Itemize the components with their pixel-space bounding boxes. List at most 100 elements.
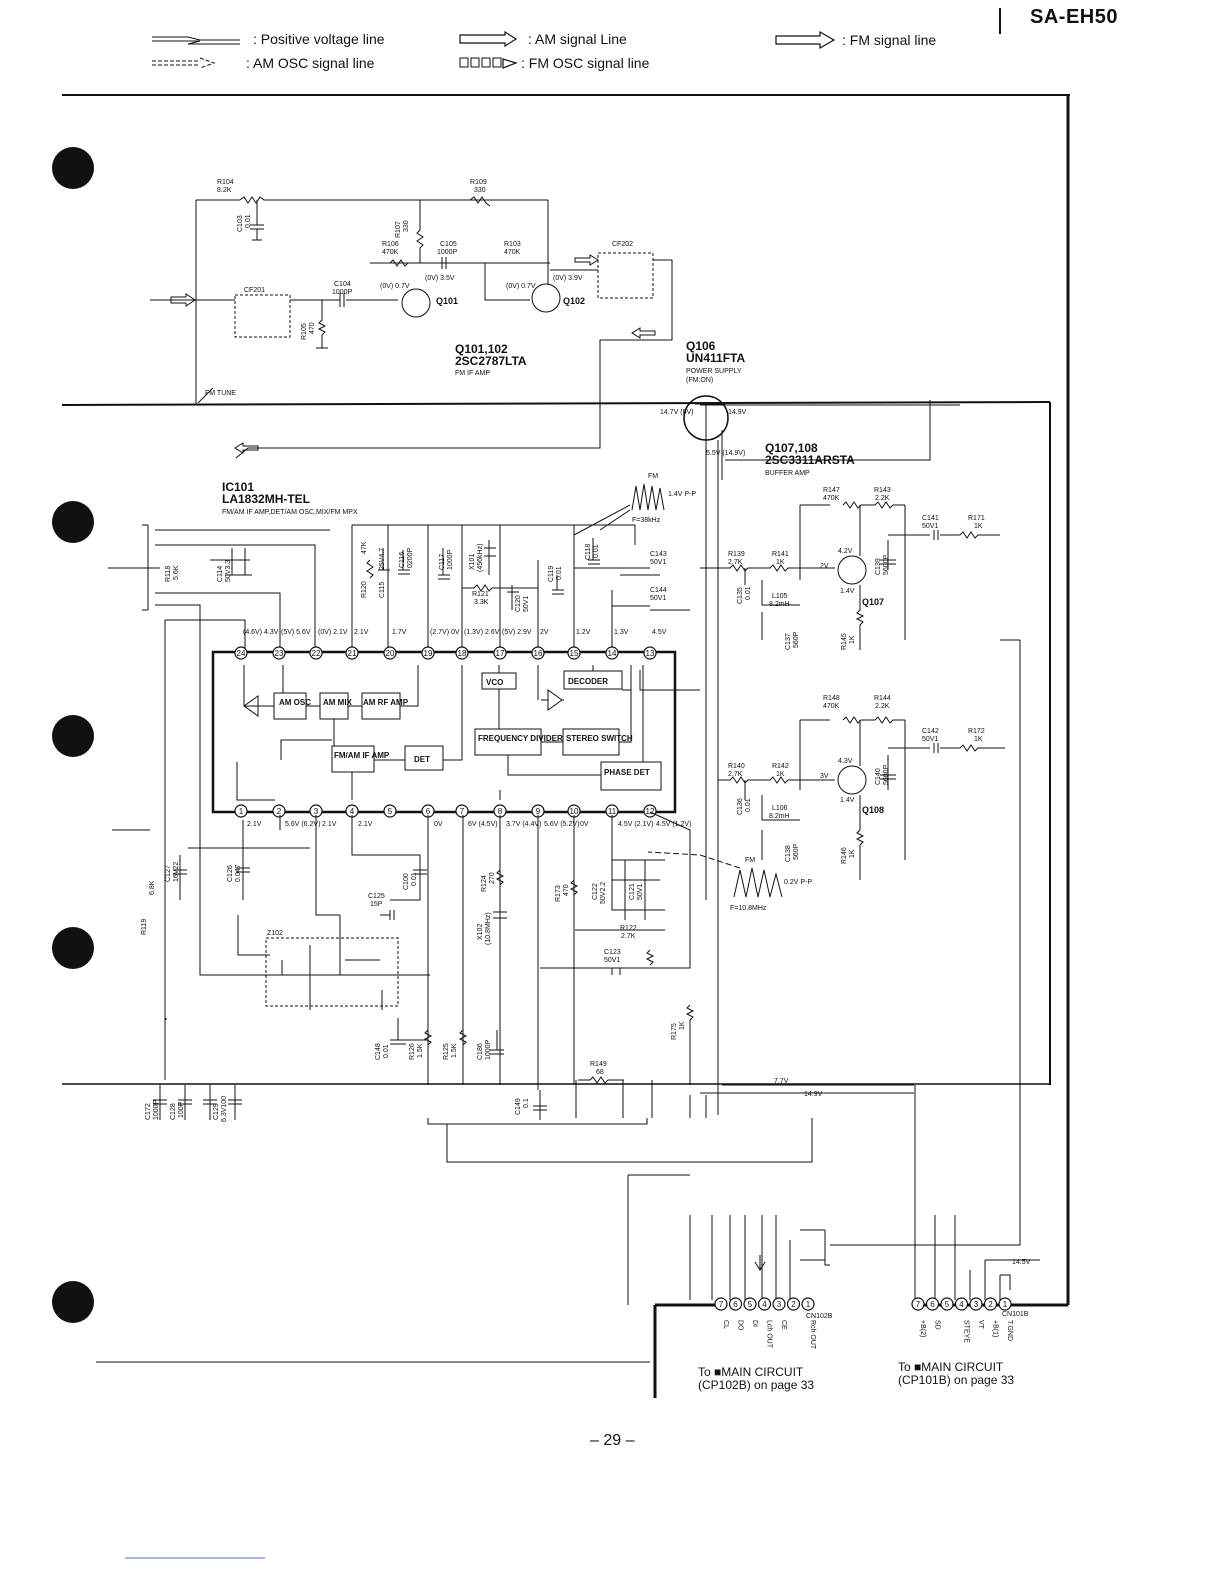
c122-val: 50V2.2 — [600, 882, 607, 904]
c121-val: 50V1 — [637, 884, 644, 900]
bus-14v9: 14.9V — [804, 1091, 823, 1098]
cn101b-pins-pin-1 — [998, 1297, 1012, 1311]
bus-7v7: 7.7V — [774, 1078, 789, 1085]
c129-val: 6.3V100 — [221, 1096, 228, 1122]
r104-ref: R104 — [217, 179, 234, 186]
ic-pin-top-label-22: 22 — [312, 649, 321, 658]
r141-ref: R141 — [772, 551, 789, 558]
ic101-top-wiring — [199, 504, 650, 812]
fm-wave-top-pp: 1.4V P-P — [668, 491, 696, 498]
block-am-mix: AM MIX — [323, 698, 353, 707]
ic-pin-bottom-label-6: 6 — [426, 807, 431, 816]
cn102b-pins-pin-name-1: Rch OUT — [809, 1320, 816, 1350]
q108-vc: 4.3V — [838, 758, 853, 765]
ic-pin-bottom-label-9: 9 — [536, 807, 541, 816]
ic-pin-top-17 — [493, 646, 507, 660]
ic-pin-top-21 — [345, 646, 359, 660]
c186-ref: C186 — [477, 1043, 484, 1060]
ic-pin-top-volt-13: 4.5V — [652, 629, 667, 636]
fm-wave-bot-label: FM — [745, 857, 755, 864]
q106-v-left: 14.7V (0V) — [660, 409, 693, 416]
fm-wave-bot-pp: 0.2V P-P — [784, 879, 812, 886]
r145-ref: R145 — [841, 633, 848, 650]
cn101b-pins-pin-name-2: +B(1) — [992, 1320, 999, 1337]
r120-val: 47K — [361, 541, 368, 554]
q107-ve: 1.4V — [840, 588, 855, 595]
c123-val: 50V1 — [604, 957, 620, 964]
q108-ve: 1.4V — [840, 797, 855, 804]
q107-108-ref: Q107,108 — [765, 441, 818, 455]
c100-ref: C100 — [403, 873, 410, 890]
q106-transistor — [683, 395, 729, 1115]
r147-val: 470K — [823, 495, 840, 502]
cn102b-pins-pin-label-7: 7 — [719, 1300, 724, 1309]
r118-val: 5.6K — [173, 565, 180, 580]
ic-pin-bottom-label-7: 7 — [460, 807, 465, 816]
r107-ref: R107 — [395, 221, 402, 238]
q107-108-desc: BUFFER AMP — [765, 470, 810, 477]
q108-vb: 3V — [820, 773, 829, 780]
q102-vc: (0V) 3.9V — [553, 275, 583, 282]
ic-pin-bottom-volt-6: 0V — [434, 821, 443, 828]
c144-ref: C144 — [650, 587, 667, 594]
ic101-ref: IC101 — [222, 480, 254, 494]
block-det: DET — [414, 755, 430, 764]
x101-ref: X101 — [469, 554, 476, 570]
r140-val: 2.7K — [728, 771, 743, 778]
r171-ref: R171 — [968, 515, 985, 522]
r139-val: 2.7K — [728, 559, 743, 566]
fm-if-amp-section — [150, 196, 673, 459]
c115-val: 25V4.7 — [379, 548, 386, 570]
cn101b-pins-pin-4 — [954, 1297, 969, 1311]
ic101-desc: FM/AM IF AMP,DET/AM OSC,MIX/FM MPX — [222, 509, 358, 516]
c136-val: 0.01 — [745, 798, 752, 812]
cn102b-pins-pin-6 — [728, 1297, 743, 1311]
ic-pin-bottom-12 — [643, 804, 657, 818]
x102-val: (10.8MHz) — [485, 912, 492, 945]
q106-v-out: 5.5V (14.9V) — [706, 450, 745, 457]
ic101-bottom-wiring — [153, 639, 1040, 1305]
r125-val: 1.5K — [451, 1043, 458, 1058]
ic-pin-bottom-5 — [383, 804, 397, 818]
ic-pin-top-label-14: 14 — [608, 649, 617, 658]
c118-val: 0.01 — [593, 544, 600, 558]
c172-ref: C172 — [145, 1103, 152, 1120]
cn101b-connector — [911, 1297, 1012, 1311]
r124-ref: R124 — [481, 875, 488, 892]
page-number: – 29 – — [590, 1432, 635, 1449]
ic-pin-top-volt-24: (4.6V) 4.3V — [243, 629, 279, 636]
ic-pin-top-23 — [272, 646, 286, 660]
c105-ref: C105 — [440, 241, 457, 248]
ic-pin-bottom-volt-4: 2.1V — [358, 821, 373, 828]
ic-pin-top-13 — [643, 646, 657, 660]
c117-ref: C117 — [439, 554, 446, 570]
cn102b-pins-pin-label-3: 3 — [777, 1300, 782, 1309]
c117-val: 1000P — [447, 549, 454, 570]
r126-val: 1.5K — [417, 1043, 424, 1058]
ic-pin-bottom-volt-1: 2.1V — [247, 821, 262, 828]
ic-pin-top-label-24: 24 — [237, 649, 246, 658]
c138-ref: C138 — [785, 845, 792, 862]
c105-val: 1000P — [437, 249, 458, 256]
q101-102-ref: Q101,102 — [455, 342, 508, 356]
c139-ref: C139 — [875, 558, 882, 575]
cn102b-pins-pin-name-7: CL — [722, 1320, 729, 1329]
c119-val: 0.01 — [556, 566, 563, 580]
cn101b-pins-pin-7 — [911, 1297, 925, 1311]
c118-ref: C118 — [585, 544, 592, 560]
ic-pin-top-22 — [309, 646, 323, 660]
cf202-ref: CF202 — [612, 241, 633, 248]
r140-ref: R140 — [728, 763, 745, 770]
c140-val: 5600P — [883, 764, 890, 785]
cn102b-pins-pin-name-5: DI — [751, 1320, 758, 1327]
c141-ref: C141 — [922, 515, 939, 522]
cf201-ref: CF201 — [244, 287, 265, 294]
c122-ref: C122 — [592, 883, 599, 900]
ic-pin-top-label-17: 17 — [496, 649, 505, 658]
c127-ref: C127 — [165, 865, 172, 882]
ic-pin-top-15 — [567, 646, 581, 660]
ic-pin-bottom-label-2: 2 — [277, 807, 282, 816]
c135-val: 0.01 — [745, 586, 752, 600]
